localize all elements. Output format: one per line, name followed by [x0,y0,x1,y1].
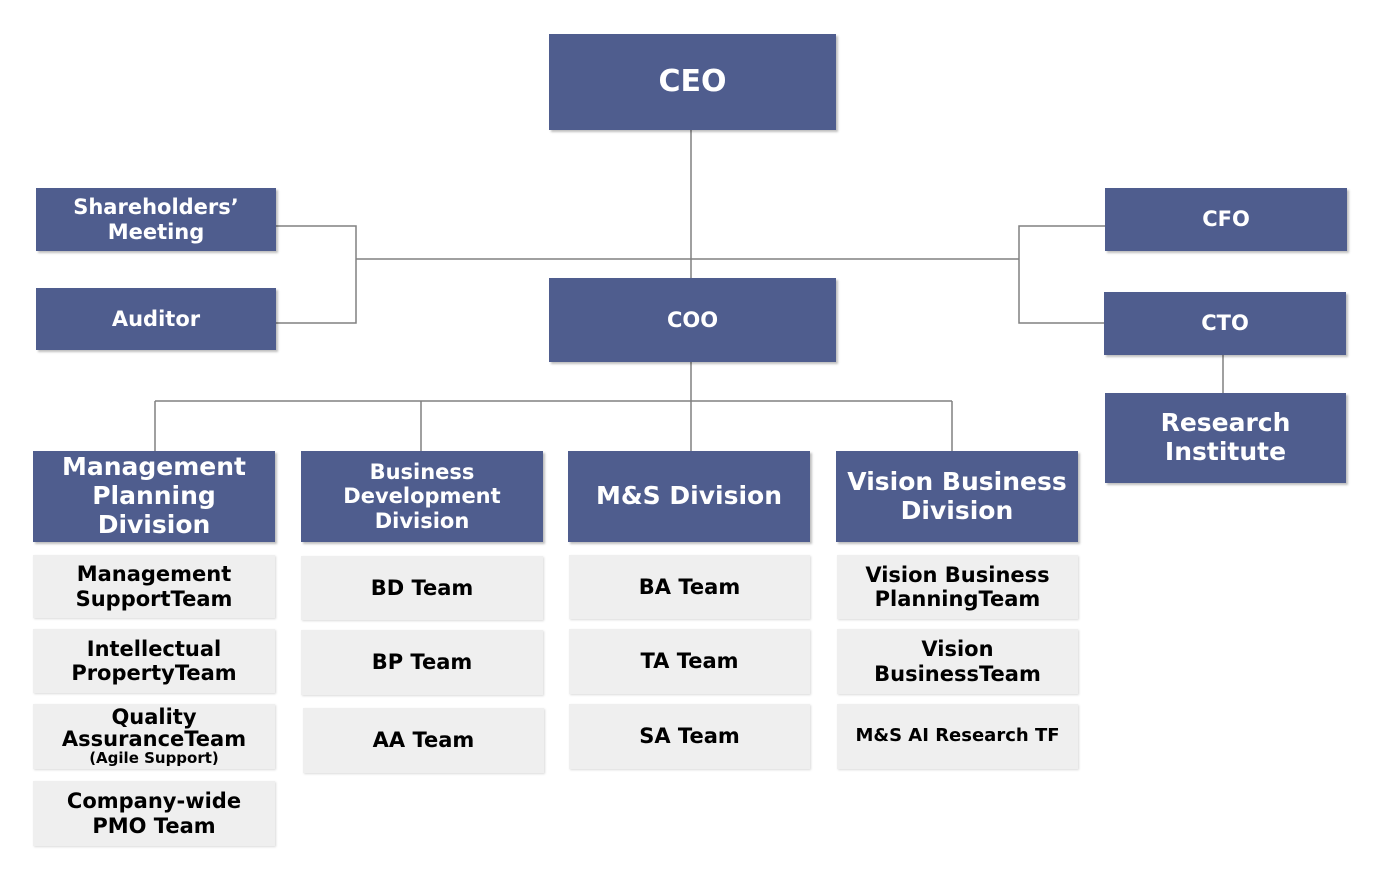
team-label: Intellectual PropertyTeam [71,636,237,685]
team-label: BD Team [370,575,474,600]
team-note: (Agile Support) [89,749,219,768]
team-intellectual-property: Intellectual PropertyTeam [33,629,275,693]
team-label: SA Team [639,724,740,749]
cfo-cto-bracket [1018,225,1105,324]
team-sa: SA Team [569,704,810,769]
team-company-wide-pmo: Company-wide PMO Team [33,781,275,846]
division-label: Vision Business Division [847,466,1067,525]
team-vision-business-planning: Vision Business PlanningTeam [837,555,1078,619]
division-ms: M&S Division [568,451,810,542]
ceo-label: CEO [658,63,727,99]
cto-box: CTO [1104,292,1346,355]
cfo-label: CFO [1202,207,1250,232]
cto-label: CTO [1201,311,1249,336]
division-label: M&S Division [596,481,782,511]
team-label: Vision BusinessTeam [874,637,1041,686]
team-label: TA Team [640,649,739,674]
ceo-box: CEO [549,34,836,130]
coo-label: COO [666,307,719,332]
research-institute-box: Research Institute [1105,393,1346,483]
team-ms-ai-research-tf: M&S AI Research TF [837,704,1078,769]
team-label: BP Team [371,650,473,675]
shareholders-meeting-label: Shareholders’ Meeting [73,195,239,244]
team-label: Vision Business PlanningTeam [865,562,1050,611]
team-label: Management SupportTeam [75,562,233,611]
division-label: Management Planning Division [61,452,247,539]
division-management-planning: Management Planning Division [33,451,275,542]
team-bd: BD Team [301,556,543,620]
research-institute-label: Research Institute [1160,408,1291,466]
division-vision-business: Vision Business Division [836,451,1078,542]
shareholders-meeting-box: Shareholders’ Meeting [36,188,276,251]
team-label: AA Team [372,728,475,753]
coo-box: COO [549,278,836,362]
division-business-development: Business Development Division [301,451,543,542]
team-ba: BA Team [569,555,810,619]
team-quality-assurance: Quality AssuranceTeam (Agile Support) [33,704,275,769]
division-label: Business Development Division [343,460,501,533]
team-label: M&S AI Research TF [855,725,1060,747]
cfo-box: CFO [1105,188,1347,251]
team-ta: TA Team [569,629,810,694]
team-vision-business: Vision BusinessTeam [837,629,1078,694]
team-label: Company-wide PMO Team [66,789,242,838]
team-label: BA Team [638,574,741,599]
team-aa: AA Team [303,708,544,773]
auditor-label: Auditor [111,306,201,331]
auditor-box: Auditor [36,288,276,350]
team-label: Quality AssuranceTeam [61,705,247,752]
shareholders-bracket [276,225,357,324]
team-bp: BP Team [301,630,543,695]
team-management-support: Management SupportTeam [33,555,275,618]
